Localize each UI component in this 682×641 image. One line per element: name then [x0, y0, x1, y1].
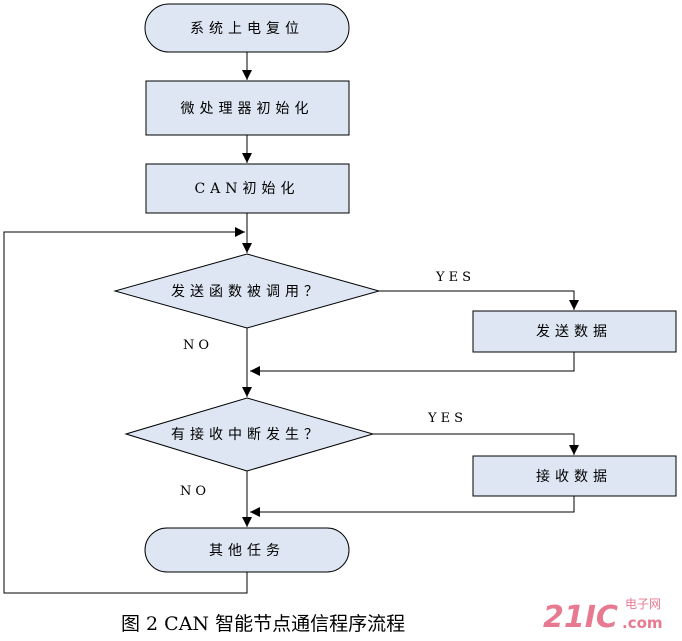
arrow-loop-back [3, 227, 248, 594]
watermark-logo: 21IC 电子网 .com [543, 597, 663, 635]
node-start-label: 系统上电复位 [190, 20, 304, 37]
node-receive-data-label: 接收数据 [536, 468, 612, 485]
node-send-data: 发送数据 [472, 310, 677, 353]
branch-send-yes-label: YES [435, 270, 475, 285]
node-can-init-label: CAN初始化 [194, 180, 299, 197]
watermark-top-text: 电子网 [625, 597, 661, 611]
branch-interrupt-no-label: NO [180, 484, 210, 499]
connectors [3, 52, 579, 594]
arrow-interrupt-yes-to-receive-data [373, 433, 579, 455]
node-send-data-label: 发送数据 [536, 324, 612, 340]
node-decision-interrupt-label: 有接收中断发生？ [171, 426, 323, 443]
node-start: 系统上电复位 [144, 3, 350, 53]
watermark-number: 21IC [543, 600, 618, 635]
node-other-tasks-label: 其他任务 [209, 543, 285, 559]
watermark-bottom-text: .com [622, 614, 663, 632]
figure-caption: 图 2 CAN 智能节点通信程序流程 [121, 613, 405, 635]
branch-interrupt-yes-label: YES [427, 411, 467, 426]
node-other-tasks: 其他任务 [144, 527, 350, 573]
branch-send-no-label: NO [183, 338, 213, 353]
node-mcu-init: 微处理器初始化 [145, 80, 350, 136]
node-decision-interrupt: 有接收中断发生？ [124, 397, 375, 472]
node-decision-send: 发送函数被调用？ [113, 253, 381, 329]
arrow-send-data-return [250, 352, 575, 376]
node-receive-data: 接收数据 [472, 455, 677, 497]
node-can-init: CAN初始化 [145, 163, 350, 214]
node-mcu-init-label: 微处理器初始化 [181, 100, 314, 117]
node-decision-send-label: 发送函数被调用？ [171, 284, 323, 300]
arrow-receive-data-return [250, 496, 575, 517]
arrow-send-yes-to-send-data [379, 290, 579, 310]
